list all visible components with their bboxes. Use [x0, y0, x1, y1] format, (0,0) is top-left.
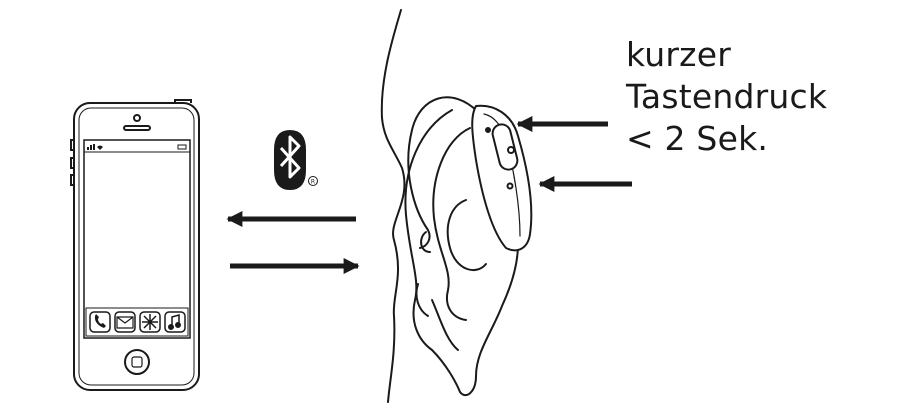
phone-app-icon — [89, 311, 111, 333]
instruction-line-2: Tastendruck — [626, 77, 828, 116]
earpiece — [123, 125, 151, 131]
dock — [85, 307, 189, 337]
ear-helix — [404, 109, 519, 397]
instruction-line-3: < 2 Sek. — [626, 119, 769, 158]
svg-text:R: R — [311, 179, 315, 186]
hearing-aid-icon — [407, 96, 533, 252]
ear-antihelix — [432, 127, 471, 321]
front-camera — [133, 114, 141, 122]
smartphone-icon — [70, 99, 200, 391]
bluetooth-logo: R — [274, 130, 318, 190]
power-button — [174, 99, 192, 103]
ear-icon — [380, 9, 519, 403]
home-button — [124, 349, 150, 375]
mail-app-icon — [114, 311, 136, 333]
hearing-aid-push-button — [491, 123, 519, 171]
music-app-icon — [164, 311, 186, 333]
instruction-line-1: kurzer — [626, 35, 731, 74]
settings-app-icon — [139, 311, 161, 333]
press-instruction: kurzer Tastendruck < 2 Sek. — [626, 34, 827, 160]
head-profile — [380, 9, 406, 403]
phone-screen — [83, 139, 191, 339]
hearing-aid-housing — [471, 104, 533, 252]
ear-concha — [446, 199, 487, 272]
phone-inner-rim — [78, 107, 195, 386]
hearing-aid-tube — [407, 96, 479, 249]
phone-body — [73, 102, 200, 391]
status-bar — [87, 144, 187, 150]
volume-buttons — [70, 139, 74, 186]
